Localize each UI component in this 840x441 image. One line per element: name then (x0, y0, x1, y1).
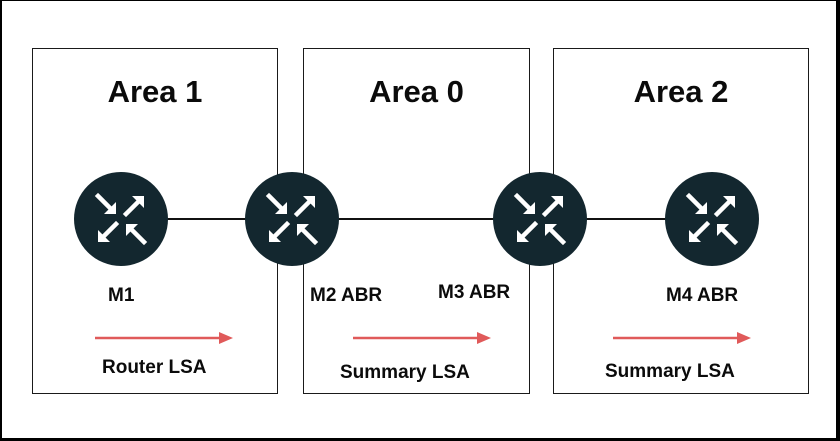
link-m3-m4 (582, 218, 682, 220)
lsa-arrow-area0 (353, 332, 491, 344)
router-icon (262, 189, 322, 249)
area-title: Area 2 (633, 74, 729, 109)
lsa-label-area0: Summary LSA (340, 362, 470, 383)
lsa-label-area1: Router LSA (102, 357, 207, 378)
router-m1 (74, 172, 168, 266)
link-m1-m2 (162, 218, 262, 220)
router-icon (682, 189, 742, 249)
lsa-arrow-area2 (613, 332, 751, 344)
router-label-m3: M3 ABR (438, 282, 511, 303)
router-label-m4: M4 ABR (666, 285, 739, 306)
router-m2 (245, 172, 339, 266)
area-box-0: Area 0 (303, 48, 530, 394)
lsa-label-area2: Summary LSA (605, 361, 735, 382)
router-m4 (665, 172, 759, 266)
link-m2-m3 (332, 218, 507, 220)
router-label-m2: M2 ABR (310, 285, 383, 306)
router-icon (510, 189, 570, 249)
router-icon (91, 189, 151, 249)
area-title: Area 0 (369, 74, 464, 109)
lsa-arrow-area1 (95, 332, 233, 344)
area-title: Area 1 (107, 74, 203, 109)
router-m3 (493, 172, 587, 266)
router-label-m1: M1 (108, 285, 135, 306)
